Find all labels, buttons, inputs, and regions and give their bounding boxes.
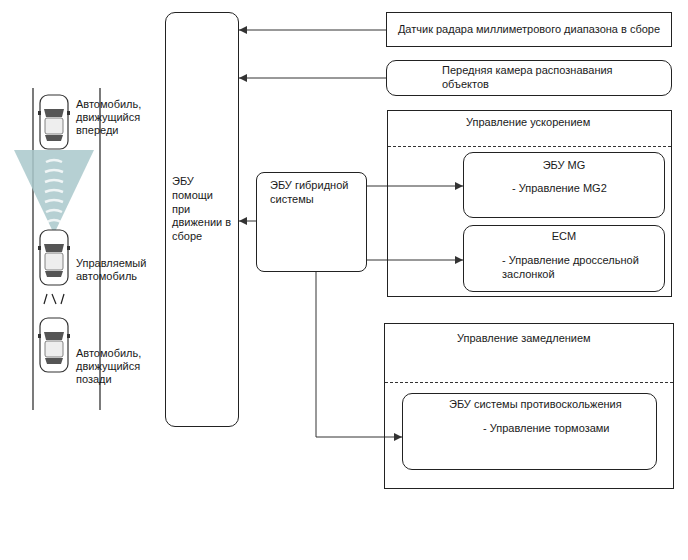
ecu-box: ЭБУ гибридной системы bbox=[256, 172, 367, 272]
motion-marks bbox=[44, 294, 64, 304]
node-title: ЭБУ гибридной системы bbox=[270, 179, 358, 207]
connector-arrow bbox=[367, 260, 463, 261]
group-box: Управление ускорениемЭБУ MG - Управление … bbox=[387, 110, 672, 297]
node-title: ЭБУ системы противоскольжения bbox=[411, 398, 648, 412]
connector-arrow bbox=[239, 221, 256, 222]
car-controlled bbox=[38, 230, 70, 285]
radar-waves bbox=[45, 160, 63, 222]
radar-cone bbox=[14, 150, 94, 234]
ecu-box: ECM - Управление дроссельной заслонкой bbox=[463, 225, 665, 292]
car-rear bbox=[38, 318, 70, 372]
ecu-box: ЭБУ помощи при движении в сборе bbox=[165, 12, 239, 427]
vehicle-label: Автомобиль, движущийся впереди bbox=[76, 98, 168, 138]
car-front bbox=[38, 95, 70, 149]
vehicle-label: Автомобиль, движущийся позади bbox=[76, 347, 168, 387]
vehicle-label: Управляемый автомобиль bbox=[76, 257, 168, 283]
ecu-box: ЭБУ MG - Управление MG2 bbox=[463, 152, 665, 218]
node-body: - Управление дроссельной заслонкой bbox=[472, 254, 652, 282]
node-title: ЭБУ помощи при движении в сборе bbox=[172, 175, 234, 244]
node-body: - Управление MG2 bbox=[472, 182, 656, 196]
dashed-divider bbox=[385, 382, 673, 383]
node-title: ЭБУ MG bbox=[472, 159, 656, 173]
camera-box: Передняя камера распознавания объектов bbox=[386, 60, 672, 96]
ecu-box: ЭБУ системы противоскольжения - Управлени… bbox=[402, 393, 657, 470]
node-title: Датчик радара миллиметрового диапазона в… bbox=[395, 23, 663, 37]
connector-arrow bbox=[239, 30, 386, 31]
node-title: Управление ускорением bbox=[466, 116, 663, 130]
dashed-divider bbox=[388, 146, 671, 147]
connector-arrow bbox=[367, 186, 463, 187]
connector-arrow bbox=[239, 78, 386, 79]
node-body: - Управление тормозами bbox=[411, 422, 648, 436]
sensor-box: Датчик радара миллиметрового диапазона в… bbox=[386, 12, 672, 47]
lane-line bbox=[32, 88, 33, 410]
node-title: Управление замедлением bbox=[457, 332, 665, 346]
node-title: ECM bbox=[472, 230, 656, 244]
group-box: Управление замедлениемЭБУ системы против… bbox=[384, 323, 674, 489]
node-title: Передняя камера распознавания объектов bbox=[442, 64, 642, 92]
